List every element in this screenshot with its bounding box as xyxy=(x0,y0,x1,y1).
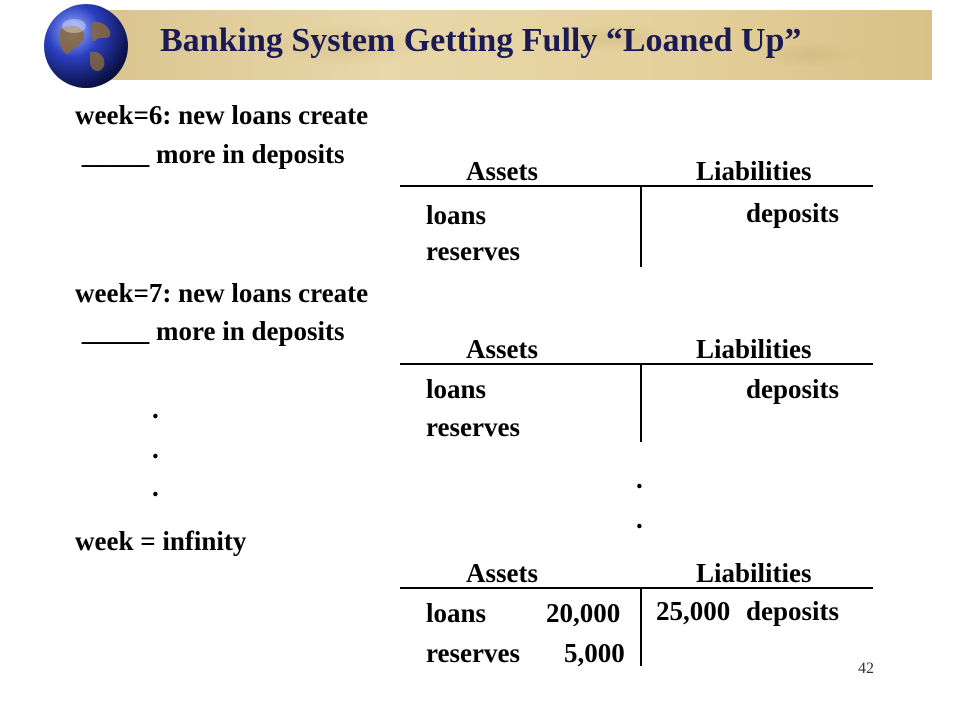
table3-vertical-rule xyxy=(640,588,642,666)
table3-liabilities-header: Liabilities xyxy=(696,558,812,588)
table1-reserves: reserves xyxy=(426,236,520,266)
table3-deposits: deposits xyxy=(746,596,840,626)
globe-icon xyxy=(44,4,128,88)
table3-deposits-value: 25,000 xyxy=(656,596,731,626)
table3-loans-value: 20,000 xyxy=(546,598,621,628)
ellipsis-dot: . xyxy=(152,434,159,464)
table2-vertical-rule xyxy=(640,364,642,442)
title-bar xyxy=(90,10,932,80)
table3-reserves-value: 5,000 xyxy=(564,638,625,668)
table1-loans: loans xyxy=(426,200,487,230)
table2-reserves: reserves xyxy=(426,412,520,442)
table2-loans: loans xyxy=(426,374,487,404)
table3-loans: loans xyxy=(426,598,487,628)
table1-liabilities-header: Liabilities xyxy=(696,156,812,186)
table1-deposits: deposits xyxy=(746,198,840,228)
table3-reserves: reserves xyxy=(426,638,520,668)
slide-number: 42 xyxy=(858,660,874,677)
table1-vertical-rule xyxy=(640,186,642,267)
title-bar-texture xyxy=(90,10,932,80)
ellipsis-dot: . xyxy=(636,504,643,534)
table1-horizontal-rule xyxy=(400,185,873,187)
table2-assets-header: Assets xyxy=(466,334,538,364)
table3-horizontal-rule xyxy=(400,587,873,589)
page-title: Banking System Getting Fully “Loaned Up” xyxy=(160,22,802,59)
table2-liabilities-header: Liabilities xyxy=(696,334,812,364)
ellipsis-dot: . xyxy=(152,472,159,502)
ellipsis-dot: . xyxy=(152,394,159,424)
week-infinity-label: week = infinity xyxy=(75,526,247,556)
ellipsis-dot: . xyxy=(636,464,643,494)
week7-line2: _____ more in deposits xyxy=(75,316,345,346)
table1-assets-header: Assets xyxy=(466,156,538,186)
table3-assets-header: Assets xyxy=(466,558,538,588)
week7-line1: week=7: new loans create xyxy=(75,278,369,308)
table2-deposits: deposits xyxy=(746,374,840,404)
table2-horizontal-rule xyxy=(400,363,873,365)
week6-line2: _____ more in deposits xyxy=(75,139,345,169)
week6-line1: week=6: new loans create xyxy=(75,100,369,130)
